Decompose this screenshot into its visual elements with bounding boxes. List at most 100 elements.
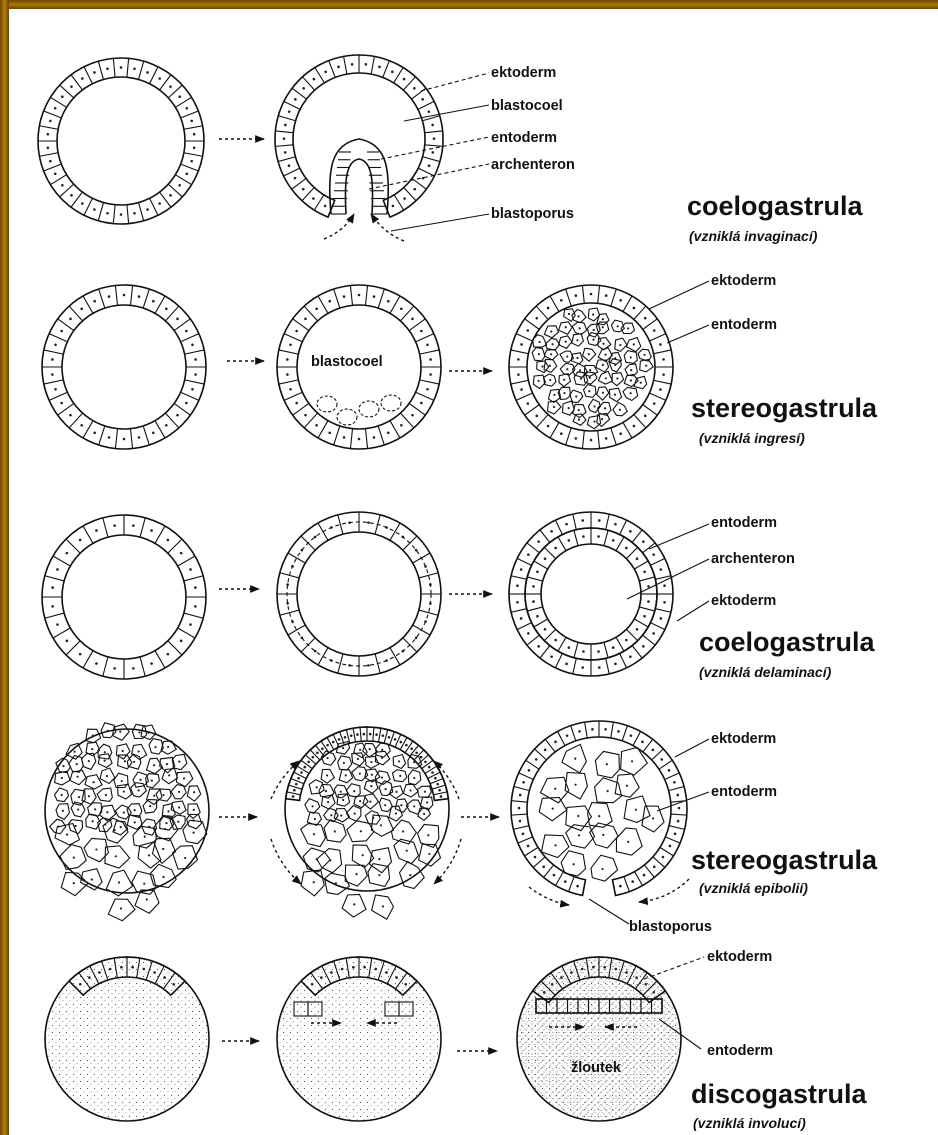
cell-nucleus: [341, 968, 344, 971]
cell-nucleus: [121, 780, 123, 782]
cell-nucleus: [605, 437, 608, 440]
cell-wall: [644, 865, 654, 877]
cell-wall: [360, 727, 361, 741]
cell-nucleus: [169, 85, 172, 88]
cell-wall: [181, 164, 199, 171]
cell-nucleus: [434, 777, 437, 780]
cell-wall: [536, 415, 548, 428]
cell-nucleus: [400, 424, 403, 427]
cell-nucleus: [602, 392, 604, 394]
cell-nucleus: [614, 364, 616, 366]
cell-wall: [184, 613, 203, 618]
cell-wall: [418, 168, 434, 176]
cell-wall: [620, 520, 627, 534]
cell-wall: [643, 739, 653, 752]
label-archenteron: archenteron: [711, 551, 795, 567]
cell-nucleus: [164, 828, 166, 830]
cell-nucleus: [635, 809, 637, 811]
cell-wall: [425, 145, 443, 147]
cell-nucleus: [589, 377, 591, 379]
cell-nucleus: [398, 760, 400, 762]
cell-wall: [422, 116, 439, 121]
cell-wall: [643, 543, 656, 553]
cell-wall: [185, 350, 205, 354]
label-ektoderm: ektoderm: [711, 273, 776, 289]
cell-nucleus: [313, 833, 315, 835]
cell-nucleus: [395, 791, 397, 793]
cell-wall: [328, 200, 335, 217]
cell-nucleus: [95, 529, 98, 532]
cell-nucleus: [527, 553, 530, 556]
label-blastocoel: blastocoel: [491, 98, 563, 114]
cell-nucleus: [51, 586, 54, 589]
cell-wall: [534, 619, 548, 627]
cell-nucleus: [597, 535, 600, 538]
cell-nucleus: [353, 903, 355, 905]
cell-wall: [288, 553, 305, 563]
cell-nucleus: [652, 749, 655, 752]
cell-wall: [585, 722, 588, 738]
cell-wall: [384, 730, 388, 744]
cell-nucleus: [576, 885, 579, 888]
ring-outer: [42, 285, 206, 449]
cell-nucleus: [574, 784, 576, 786]
cell-nucleus: [359, 773, 361, 775]
cell-nucleus: [172, 983, 175, 986]
cell-nucleus: [576, 339, 578, 341]
cell-nucleus: [652, 991, 655, 994]
cell-nucleus: [302, 87, 305, 90]
inner-cell: [346, 784, 360, 797]
cell-nucleus: [552, 808, 554, 810]
cell-nucleus: [194, 373, 197, 376]
cell-nucleus: [109, 968, 112, 971]
cell-wall: [650, 623, 664, 630]
cell-wall: [612, 880, 615, 896]
cell-nucleus: [520, 343, 523, 346]
cell-nucleus: [382, 734, 385, 737]
cell-nucleus: [420, 756, 423, 759]
cell-nucleus: [602, 343, 604, 345]
stereogastrula-row4: [511, 721, 687, 895]
type-subtitle: (vzniklá invaginací): [689, 228, 818, 244]
cell-wall: [582, 285, 584, 303]
cell-nucleus: [80, 307, 83, 310]
cell-nucleus: [428, 766, 431, 769]
cell-nucleus: [185, 107, 188, 110]
cell-wall: [297, 766, 309, 773]
cell-nucleus: [582, 650, 585, 653]
cell-wall: [353, 728, 355, 742]
cell-nucleus: [420, 402, 423, 405]
leader-ektoderm-3: [677, 601, 709, 621]
cell-wall: [624, 877, 630, 892]
cell-nucleus: [337, 66, 340, 69]
cell-nucleus: [575, 395, 577, 397]
cell-wall: [418, 101, 434, 109]
cell-wall: [84, 67, 92, 84]
cell-wall: [527, 607, 542, 611]
cell-wall: [544, 547, 555, 558]
cell-nucleus: [532, 585, 535, 588]
cell-nucleus: [517, 373, 520, 376]
cell-wall: [181, 111, 199, 118]
cell-nucleus: [190, 120, 193, 123]
cell-nucleus: [326, 744, 329, 747]
cell-nucleus: [413, 87, 416, 90]
cell-wall: [511, 380, 529, 384]
cell-nucleus: [426, 343, 429, 346]
cell-nucleus: [643, 571, 646, 574]
cell-wall: [555, 520, 562, 534]
cell-nucleus: [79, 653, 82, 656]
cell-nucleus: [114, 829, 116, 831]
cell-nucleus: [119, 731, 121, 733]
cell-nucleus: [395, 976, 398, 979]
cell-nucleus: [192, 832, 194, 834]
cell-wall: [344, 56, 347, 74]
cell-nucleus: [133, 212, 136, 215]
cell-nucleus: [413, 805, 415, 807]
cell-nucleus: [644, 415, 647, 418]
cell-nucleus: [536, 571, 539, 574]
cell-nucleus: [283, 137, 286, 140]
cell-nucleus: [375, 733, 378, 736]
cell-nucleus: [544, 749, 547, 752]
label-ektoderm: ektoderm: [711, 731, 776, 747]
